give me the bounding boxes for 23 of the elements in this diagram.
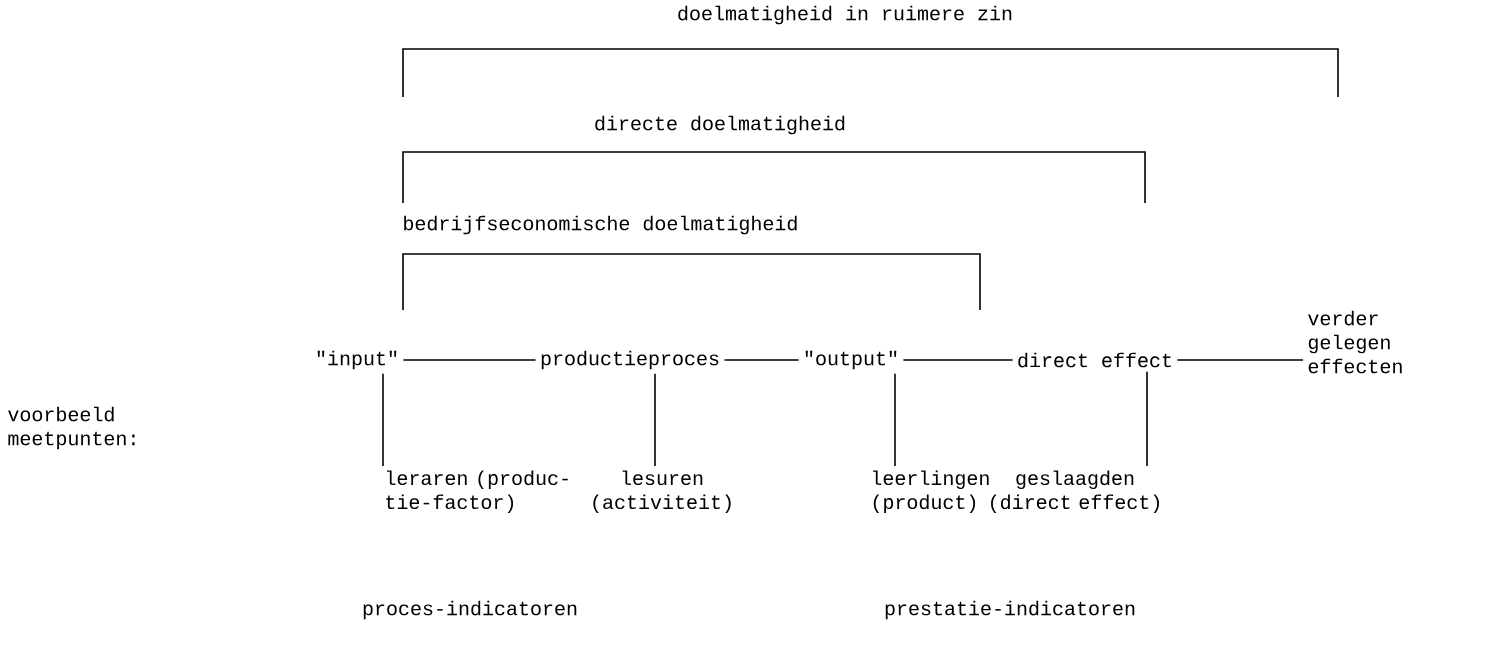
bracket-label: directe doelmatigheid xyxy=(595,115,845,135)
node-text: leraren (produc- tie-factor) xyxy=(386,470,568,514)
connector-line xyxy=(894,372,896,467)
node-text: verder gelegen effecten xyxy=(1308,310,1402,374)
node-text: "input" xyxy=(317,350,397,370)
node-text: lesuren (activiteit) xyxy=(593,470,731,514)
node-text: geslaagden (direct effect) xyxy=(991,470,1159,514)
connector-line xyxy=(1176,359,1304,361)
node-text: "output" xyxy=(805,350,897,370)
bracket-label: bedrijfseconomische doelmatigheid xyxy=(404,215,797,235)
connector-line xyxy=(382,372,384,467)
node-text: direct effect xyxy=(1018,352,1171,368)
connector-line xyxy=(902,359,1014,361)
bracket-label: doelmatigheid in ruimere zin xyxy=(678,5,1012,25)
label-text: proces-indicatoren xyxy=(363,600,577,620)
connector-line xyxy=(654,372,656,467)
node-text: leerlingen (product) xyxy=(873,470,989,514)
node-text: productieproces xyxy=(541,350,719,370)
label-text: voorbeeld meetpunten: xyxy=(8,406,135,450)
label-text: prestatie-indicatoren xyxy=(885,600,1135,620)
connector-line xyxy=(402,359,537,361)
connector-line xyxy=(1146,370,1148,467)
connector-line xyxy=(723,359,800,361)
